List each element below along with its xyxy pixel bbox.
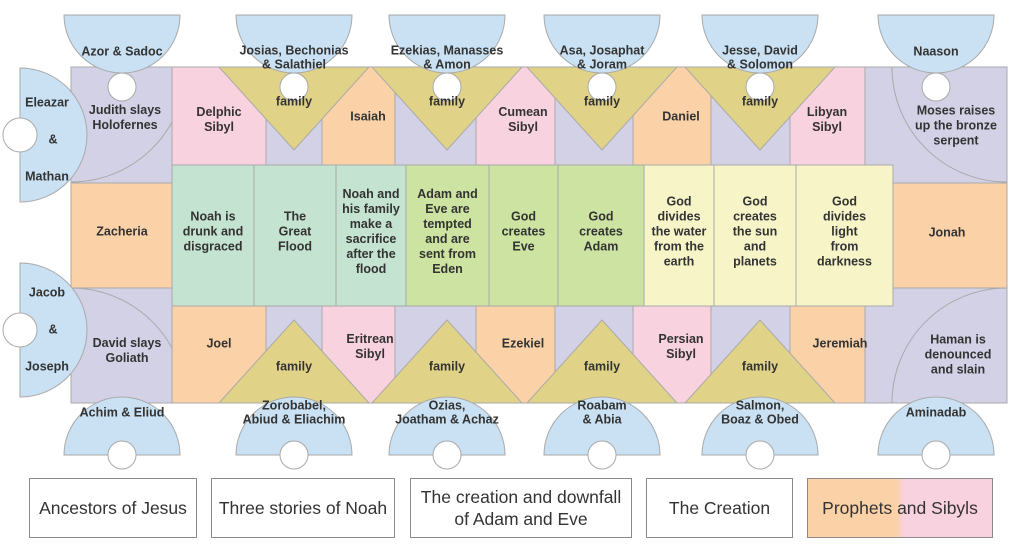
panel-5 <box>488 164 559 307</box>
lunette-top-window-5 <box>745 72 775 102</box>
lunette-bottom-2 <box>235 396 353 456</box>
seer-top-label-4: Daniel <box>662 110 700 124</box>
legend-creation-label: The Creation <box>668 498 771 518</box>
lunette-top-label-3: Ezekias, Manasses& Amon <box>391 44 504 72</box>
legend-ancestors-label: Ancestors of Jesus <box>39 498 187 518</box>
panel-1 <box>171 164 255 307</box>
panel-6 <box>557 164 645 307</box>
lunette-top-window-6 <box>921 72 951 102</box>
lunette-bottom-label-3: Ozias,Joatham & Achaz <box>395 399 499 427</box>
seer-bottom-label-5: Jeremiah <box>813 337 868 351</box>
legend-sibyls-label: Sibyls <box>931 498 978 518</box>
lunette-top-label-4: Asa, Josaphat& Joram <box>560 44 646 72</box>
legend-adam-eve-label: The creation and downfall of Adam and Ev… <box>420 487 622 529</box>
lunette-bottom-label-4: Roabam& Abia <box>577 399 626 427</box>
seer-bottom-label-1: Joel <box>206 337 231 351</box>
lunette-bottom-window-6 <box>921 440 951 470</box>
legend-prophets-sibyls: Prophets and Sibyls <box>807 478 993 538</box>
lunette-top-label-6: Naason <box>913 45 958 59</box>
lunette-left-label-amp-2: & <box>48 323 57 337</box>
family-label-top-3: family <box>584 95 620 109</box>
lunette-bottom-label-6: Aminadab <box>906 406 967 420</box>
corner-haman <box>891 287 1008 404</box>
lunette-bottom-window-4 <box>587 440 617 470</box>
lunette-bottom-3 <box>388 396 506 456</box>
lunette-top-label-2: Josias, Bechonias& Salathiel <box>239 44 348 72</box>
lunette-bottom-window-5 <box>745 440 775 470</box>
lunette-left-label-bottom-2: Joseph <box>25 360 69 374</box>
lunette-left-label-top-2: Jacob <box>29 286 65 300</box>
lunette-bottom-window-3 <box>432 440 462 470</box>
lunette-top-label-5: Jesse, David& Solomon <box>722 44 798 72</box>
lunette-bottom-label-2: Zorobabel,Abiud & Eliachim <box>243 399 346 427</box>
lunette-top-label-1: Azor & Sadoc <box>81 45 162 59</box>
lunette-left-1 <box>19 67 88 203</box>
lunette-bottom-1 <box>63 396 181 456</box>
legend-prophets-label: Prophets and <box>822 498 932 518</box>
lunette-bottom-label-1: Achim & Eliud <box>80 406 165 420</box>
lunette-top-window-1 <box>107 72 137 102</box>
panel-9 <box>795 164 894 307</box>
lunette-bottom-label-5: Salmon,Boaz & Obed <box>721 399 799 427</box>
lunette-bottom-6 <box>877 396 995 456</box>
legend-creation: The Creation <box>646 478 793 538</box>
family-label-bottom-1: family <box>276 360 312 374</box>
panel-3 <box>335 164 407 307</box>
family-label-bottom-3: family <box>584 360 620 374</box>
family-label-top-4: family <box>742 95 778 109</box>
panel-4 <box>405 164 490 307</box>
family-label-bottom-2: family <box>429 360 465 374</box>
lunette-left-window-2 <box>2 312 38 348</box>
lunette-bottom-4 <box>543 396 661 456</box>
lunette-left-label-top-1: Eleazar <box>25 96 69 110</box>
legend-noah-label: Three stories of Noah <box>218 498 388 518</box>
corner-moses-serpent <box>891 66 1008 183</box>
seer-end-label-1: Zacheria <box>96 225 148 239</box>
panel-7 <box>643 164 715 307</box>
lunette-top-window-2 <box>279 72 309 102</box>
lunette-left-label-amp-1: & <box>48 133 57 147</box>
legend-adam-eve: The creation and downfall of Adam and Ev… <box>410 478 632 538</box>
seer-end-label-2: Jonah <box>929 226 966 240</box>
lunette-bottom-window-2 <box>279 440 309 470</box>
lunette-left-label-bottom-1: Mathan <box>25 170 69 184</box>
panel-2 <box>253 164 337 307</box>
seer-bottom-label-3: Ezekiel <box>502 337 544 351</box>
family-label-top-1: family <box>276 95 312 109</box>
seer-top-label-2: Isaiah <box>350 110 385 124</box>
lunette-bottom-5 <box>701 396 819 456</box>
panel-8 <box>713 164 797 307</box>
lunette-top-window-3 <box>432 72 462 102</box>
lunette-top-window-4 <box>587 72 617 102</box>
legend-ancestors: Ancestors of Jesus <box>29 478 197 538</box>
family-label-bottom-4: family <box>742 360 778 374</box>
legend-noah: Three stories of Noah <box>211 478 395 538</box>
family-label-top-2: family <box>429 95 465 109</box>
lunette-left-window-1 <box>2 117 38 153</box>
lunette-left-2 <box>19 262 88 398</box>
lunette-bottom-window-1 <box>107 440 137 470</box>
